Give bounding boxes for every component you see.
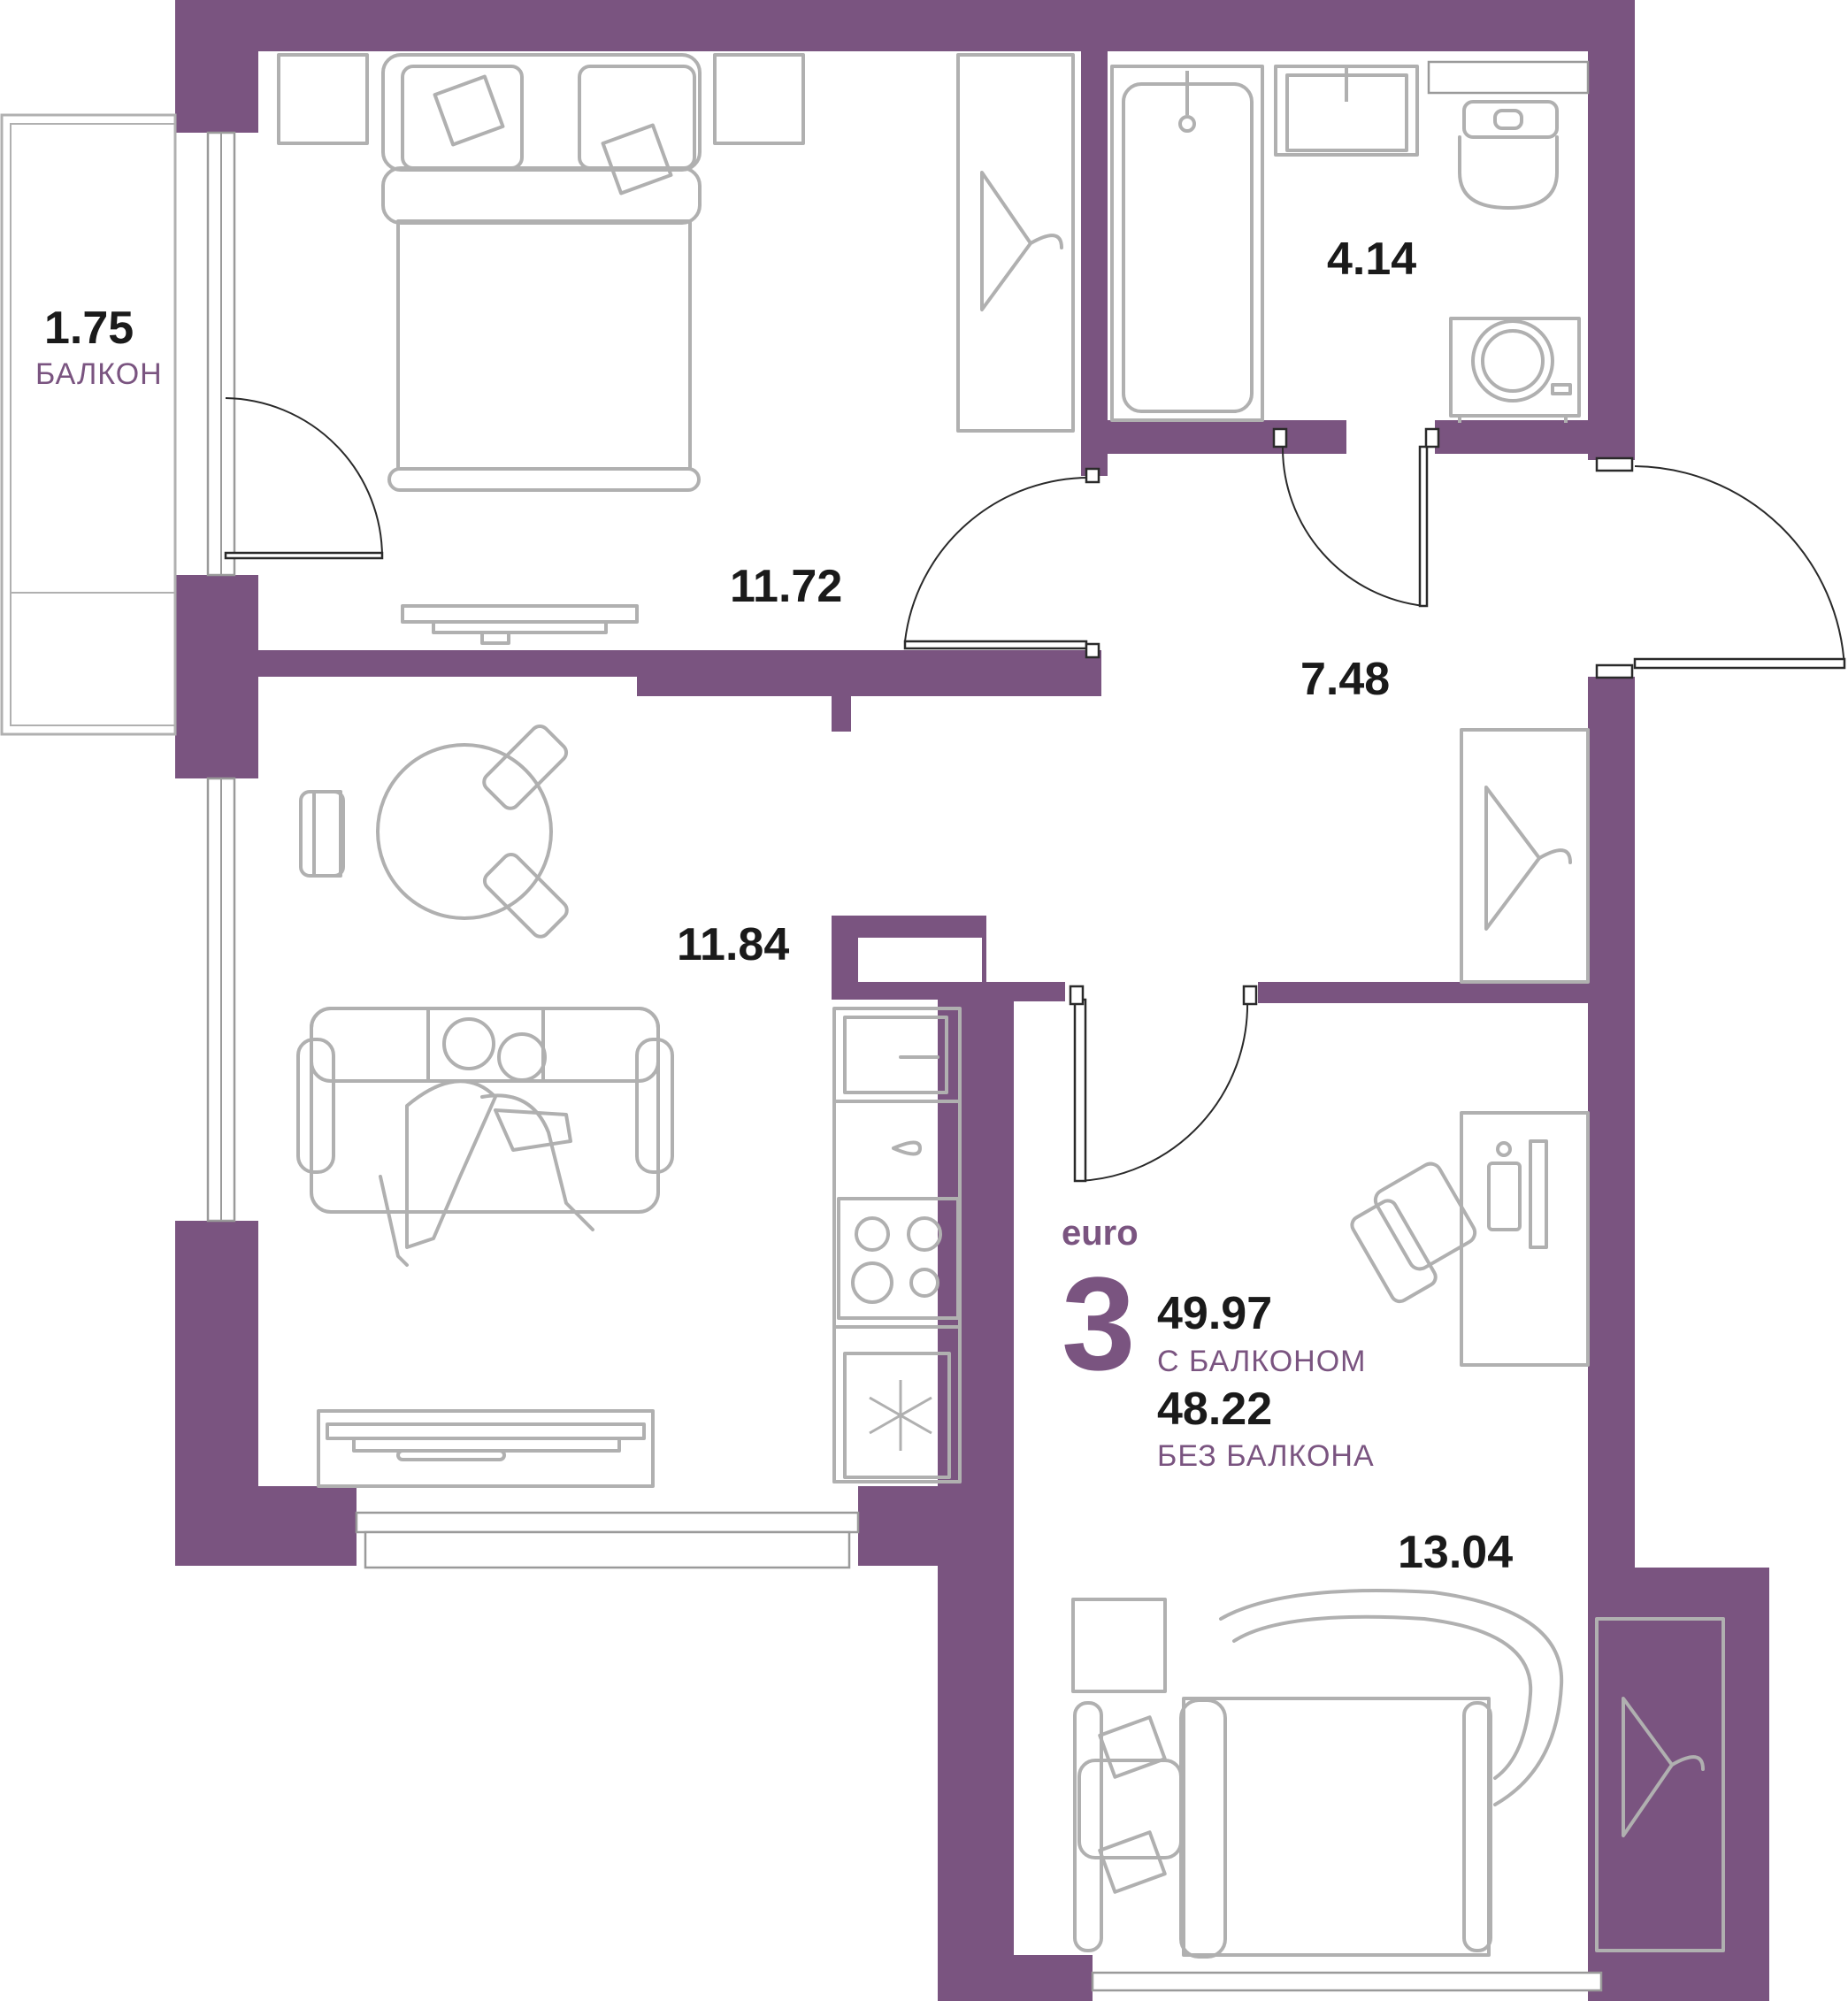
- second-bedroom-area: 13.04: [1398, 1527, 1513, 1578]
- sink-icon: [1274, 65, 1419, 157]
- total-without-balcony: 48.22: [1157, 1384, 1272, 1435]
- people-icon: [379, 1017, 594, 1267]
- nightstand-icon: [277, 53, 369, 145]
- snowflake-icon: [869, 1380, 932, 1451]
- toilet-icon: [1458, 100, 1559, 210]
- balcony: [0, 113, 177, 736]
- balcony-label: БАЛКОН: [35, 357, 163, 391]
- wardrobe-icon: [1595, 1617, 1725, 1952]
- wardrobe-icon: [1460, 728, 1590, 984]
- tv-unit-icon: [401, 604, 639, 645]
- rooms-count: 3: [1062, 1249, 1135, 1398]
- bathroom-area: 4.14: [1327, 234, 1416, 285]
- bed-icon: [381, 53, 702, 492]
- bedroom-area: 11.72: [730, 561, 842, 612]
- armchair-icon: [1073, 1589, 1564, 1959]
- desk-icon: [1460, 1111, 1590, 1367]
- fridge-icon: [832, 1325, 962, 1484]
- balcony-area: 1.75: [44, 303, 134, 354]
- doors: [224, 397, 1846, 1183]
- windows: [206, 60, 1603, 1992]
- apartment-summary: euro 3 49.97 С БАЛКОНОМ 48.22 БЕЗ БАЛКОН…: [1062, 1214, 1375, 1473]
- stove-icon: [837, 1197, 960, 1320]
- sofa-icon: [296, 1007, 674, 1214]
- nightstand-icon: [713, 53, 805, 145]
- wardrobe-icon: [956, 53, 1075, 433]
- apartment-type-label: euro: [1062, 1214, 1139, 1253]
- washing-machine-icon: [1449, 317, 1581, 423]
- hallway-area: 7.48: [1300, 654, 1390, 705]
- bathtub-icon: [1110, 65, 1264, 422]
- without-balcony-label: БЕЗ БАЛКОНА: [1157, 1439, 1375, 1473]
- dining-table-icon: [299, 724, 569, 939]
- tv-unit-icon: [317, 1409, 655, 1488]
- with-balcony-label: С БАЛКОНОМ: [1157, 1345, 1367, 1378]
- nightstand-icon: [1071, 1598, 1167, 1693]
- total-with-balcony: 49.97: [1157, 1288, 1272, 1339]
- office-chair-icon: [1350, 1162, 1477, 1304]
- kitchen-living-area: 11.84: [677, 919, 789, 970]
- walls: [175, 0, 1769, 2001]
